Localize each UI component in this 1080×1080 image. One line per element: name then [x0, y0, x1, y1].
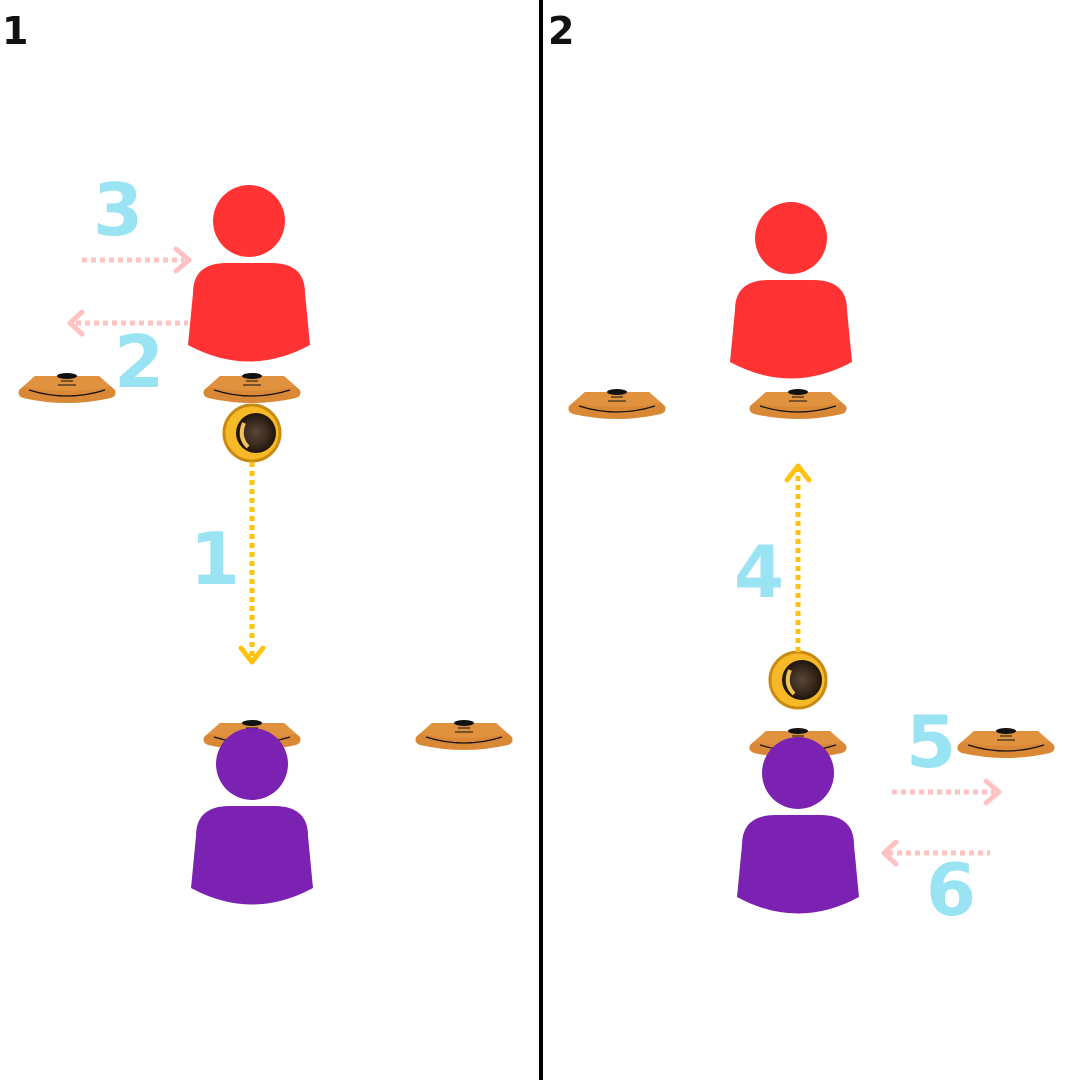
move-arrow-5 [892, 778, 1002, 806]
cone-icon [414, 719, 514, 751]
step-number-3: 3 [93, 168, 143, 252]
move-arrow-3 [82, 246, 192, 274]
cone-icon [17, 372, 117, 404]
step-number-6: 6 [926, 848, 976, 932]
step-number-1: 1 [190, 517, 240, 601]
panel-2-label: 2 [548, 9, 574, 53]
pass-arrow-1 [238, 462, 266, 665]
move-arrow-2 [67, 309, 188, 337]
panel-1-label: 1 [2, 9, 28, 53]
step-number-5: 5 [906, 700, 956, 784]
panel-divider [539, 0, 543, 1080]
cone-icon [748, 388, 848, 420]
pass-arrow-4 [784, 463, 812, 652]
ball-icon [768, 650, 828, 710]
move-arrow-6 [881, 839, 990, 867]
red-player-icon [730, 202, 852, 379]
panel-1: 1 2 3 [17, 168, 514, 905]
panel-2: 4 5 6 [567, 202, 1056, 932]
purple-player-icon [737, 737, 859, 914]
cone-icon [567, 388, 667, 420]
cone-icon [956, 727, 1056, 759]
step-number-4: 4 [734, 530, 784, 614]
purple-player-icon [191, 728, 313, 905]
ball-icon [222, 403, 282, 463]
red-player-icon [188, 185, 310, 362]
step-number-2: 2 [114, 320, 164, 404]
cone-icon [202, 372, 302, 404]
